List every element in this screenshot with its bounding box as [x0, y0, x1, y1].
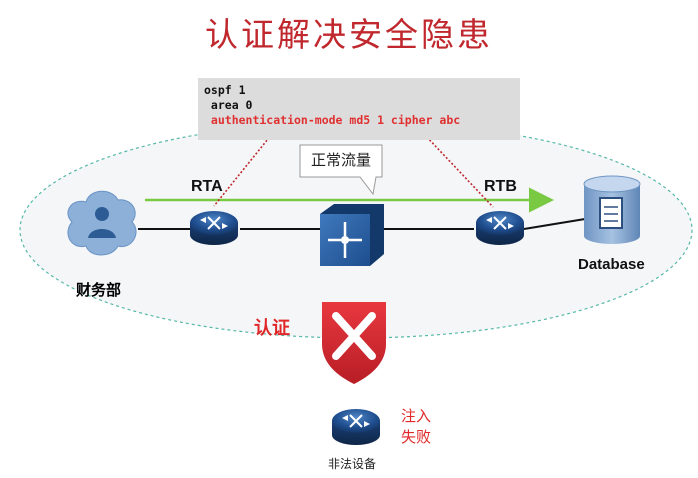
config-line-1: ospf 1 [204, 83, 246, 97]
leader-rta [213, 133, 273, 207]
database-icon [583, 175, 641, 244]
auth-label: 认证 [254, 318, 290, 339]
inject-label-line1: 注入 [401, 407, 432, 425]
rtb-label: RTB [484, 178, 517, 195]
config-line-3: authentication-mode md5 1 cipher abc [204, 113, 461, 127]
shield-x-icon [322, 302, 386, 384]
illegal-device-label: 非法设备 [328, 457, 377, 471]
router-icon [476, 211, 524, 245]
inject-label-line2: 失败 [401, 428, 432, 446]
user-group-icon [67, 190, 137, 256]
router-icon [190, 211, 238, 245]
rta-label: RTA [191, 178, 223, 195]
config-line-2: area 0 [204, 98, 253, 112]
callout-label: 正常流量 [310, 151, 371, 169]
finance-label: 财务部 [76, 281, 122, 299]
database-label: Database [578, 256, 645, 273]
l3-switch-icon [320, 204, 384, 266]
ospf-config-box: ospf 1 area 0 authentication-mode md5 1 … [198, 78, 520, 140]
callout-bubble [299, 144, 383, 196]
link-rtb-database [523, 218, 586, 230]
router-icon [332, 409, 380, 445]
leader-rtb [423, 133, 494, 208]
page-title: 认证解决安全隐患 [205, 15, 493, 54]
